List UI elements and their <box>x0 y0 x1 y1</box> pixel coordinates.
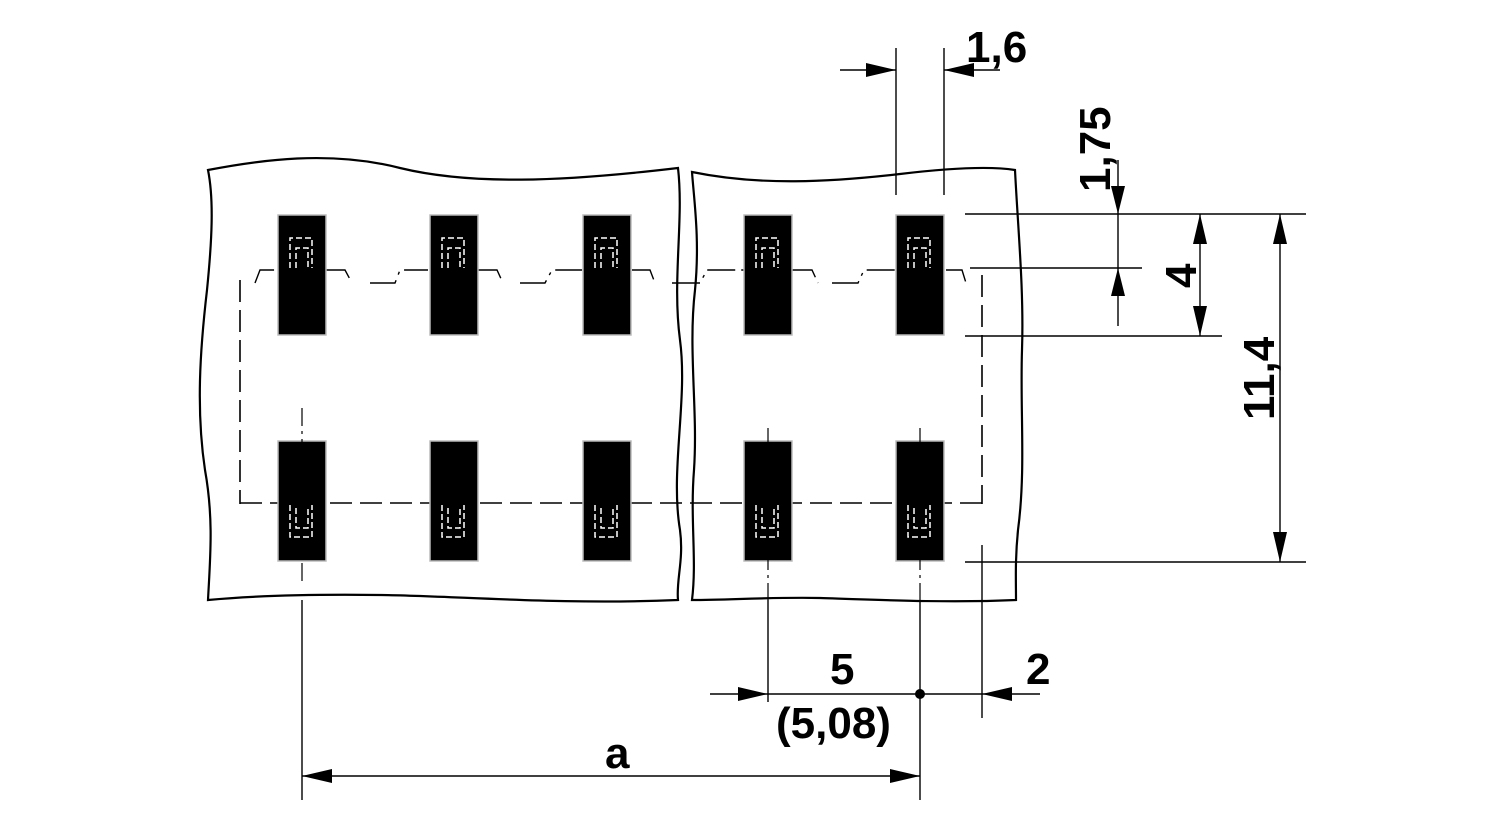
pad <box>895 214 945 336</box>
pad <box>277 214 327 336</box>
dim-pitch: 5 (5,08) 2 <box>710 645 1050 748</box>
reference-lines <box>965 213 1306 563</box>
pin-outline <box>289 505 313 538</box>
pad <box>429 440 479 562</box>
pad-row-top <box>277 214 945 336</box>
housing-top-contour <box>254 269 967 284</box>
pitch-alt-label: (5,08) <box>776 699 891 748</box>
arrow-head <box>1111 186 1125 214</box>
pitch-label: 5 <box>830 645 854 694</box>
length-label: a <box>605 729 630 778</box>
pad-width-label: 1,6 <box>966 23 1027 72</box>
arrow-head <box>944 63 974 77</box>
board-right-outline <box>690 166 1024 603</box>
pad <box>582 440 632 562</box>
overall-height-label: 11,4 <box>1235 336 1284 420</box>
pin-outline <box>755 505 779 538</box>
pin-outline <box>907 237 931 268</box>
arrow-head <box>982 687 1012 701</box>
pad <box>582 214 632 336</box>
edge-offset-label: 1,75 <box>1071 106 1120 192</box>
arrow-head <box>866 63 896 77</box>
pin-outline <box>594 505 618 538</box>
arrow-head <box>1193 214 1207 244</box>
board-left-outline <box>198 156 684 603</box>
dim-edge-offset: 1,75 <box>1071 106 1125 326</box>
pin-outline <box>594 237 618 268</box>
pin-outline <box>289 237 313 268</box>
pad-row-bottom <box>277 440 945 562</box>
pin-outline <box>441 237 465 268</box>
board-outlines <box>198 156 1024 603</box>
arrow-head <box>1273 532 1287 562</box>
pad <box>743 214 793 336</box>
pin-outline <box>755 237 779 268</box>
pin-outline <box>441 505 465 538</box>
dim-overall-height: 11,4 <box>1235 214 1287 562</box>
dim-length: a <box>302 729 920 783</box>
pitch-origin-dot <box>915 689 925 699</box>
arrow-head <box>738 687 768 701</box>
pad-height-label: 4 <box>1157 263 1206 288</box>
edge-margin-label: 2 <box>1026 645 1050 694</box>
arrow-head <box>302 769 332 783</box>
arrow-head <box>1193 306 1207 336</box>
dim-pad-height: 4 <box>1157 214 1207 336</box>
arrow-head <box>1273 214 1287 244</box>
arrow-head <box>1111 268 1125 296</box>
pad <box>429 214 479 336</box>
center-lines <box>301 408 983 800</box>
pin-outline <box>907 505 931 538</box>
dim-pad-width: 1,6 <box>840 23 1027 195</box>
arrow-head <box>890 769 920 783</box>
